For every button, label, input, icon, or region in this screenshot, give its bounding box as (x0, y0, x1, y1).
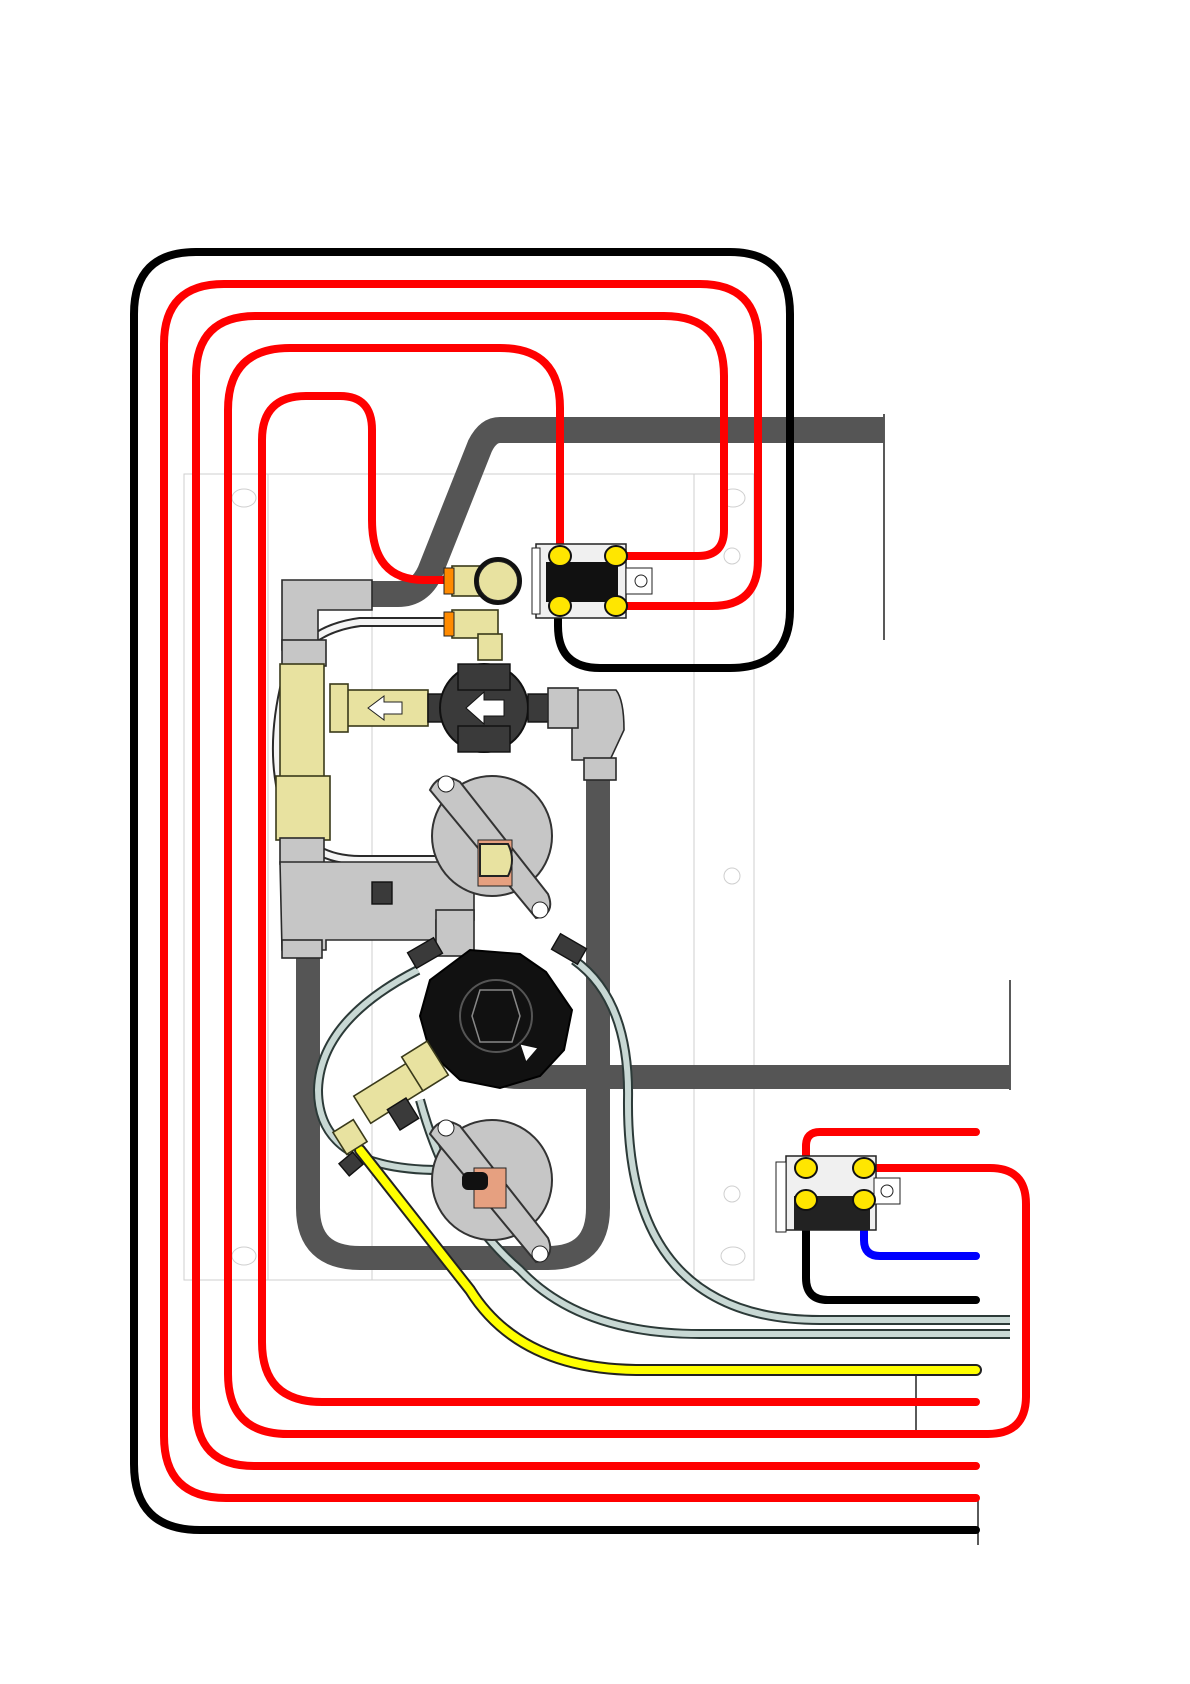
brass-check-valve (333, 1041, 448, 1176)
solenoid-valve-body (330, 664, 578, 752)
blue-wire (864, 1202, 976, 1256)
tee-elbow-fittings (276, 580, 624, 958)
light-tubes (277, 622, 1010, 1334)
light-tube-2 (574, 960, 1010, 1320)
